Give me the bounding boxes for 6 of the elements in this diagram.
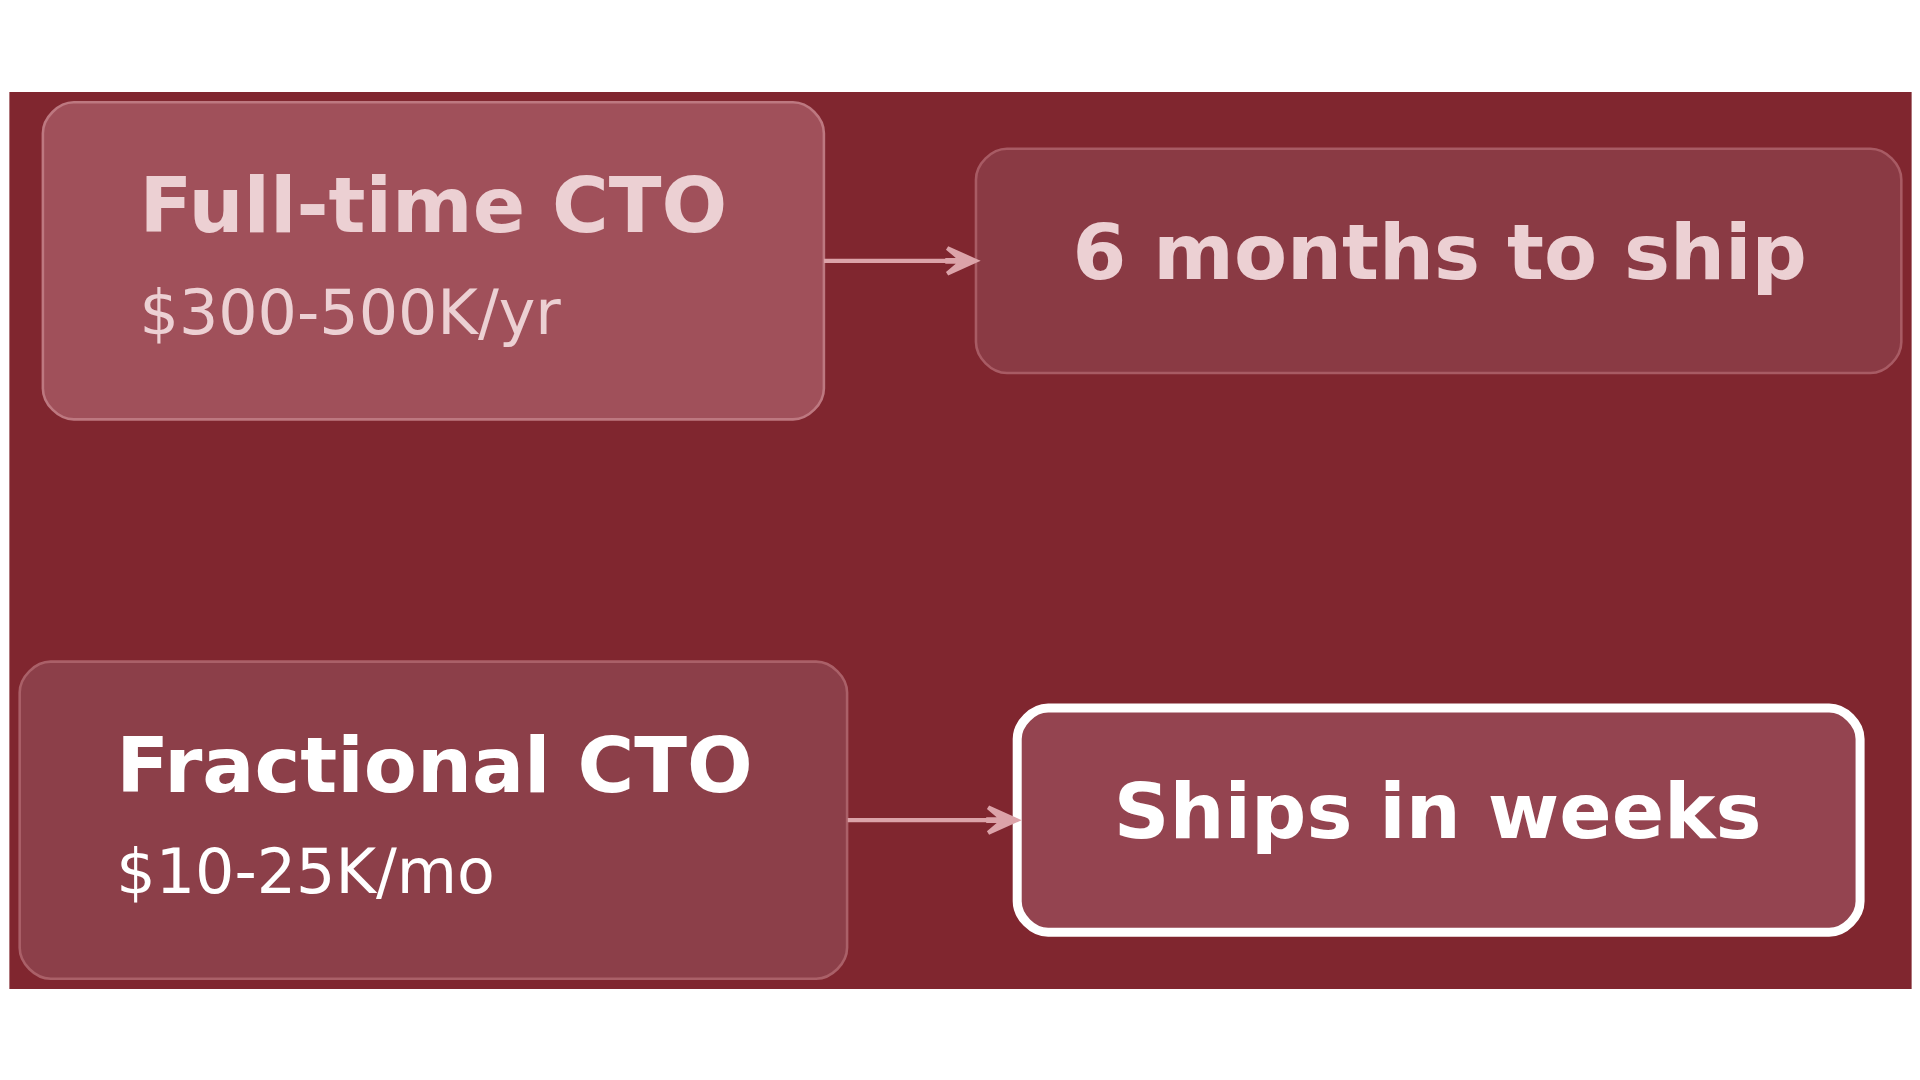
- node-box: 6 months to ship: [974, 146, 1903, 374]
- node-box: Full-time CTO $300-500K/yr: [41, 100, 825, 421]
- node-box: Fractional CTO $10-25K/mo: [17, 659, 848, 980]
- arrow: [823, 245, 978, 276]
- node-box: Ships in weeks: [1012, 703, 1865, 937]
- arrow: [847, 804, 1019, 835]
